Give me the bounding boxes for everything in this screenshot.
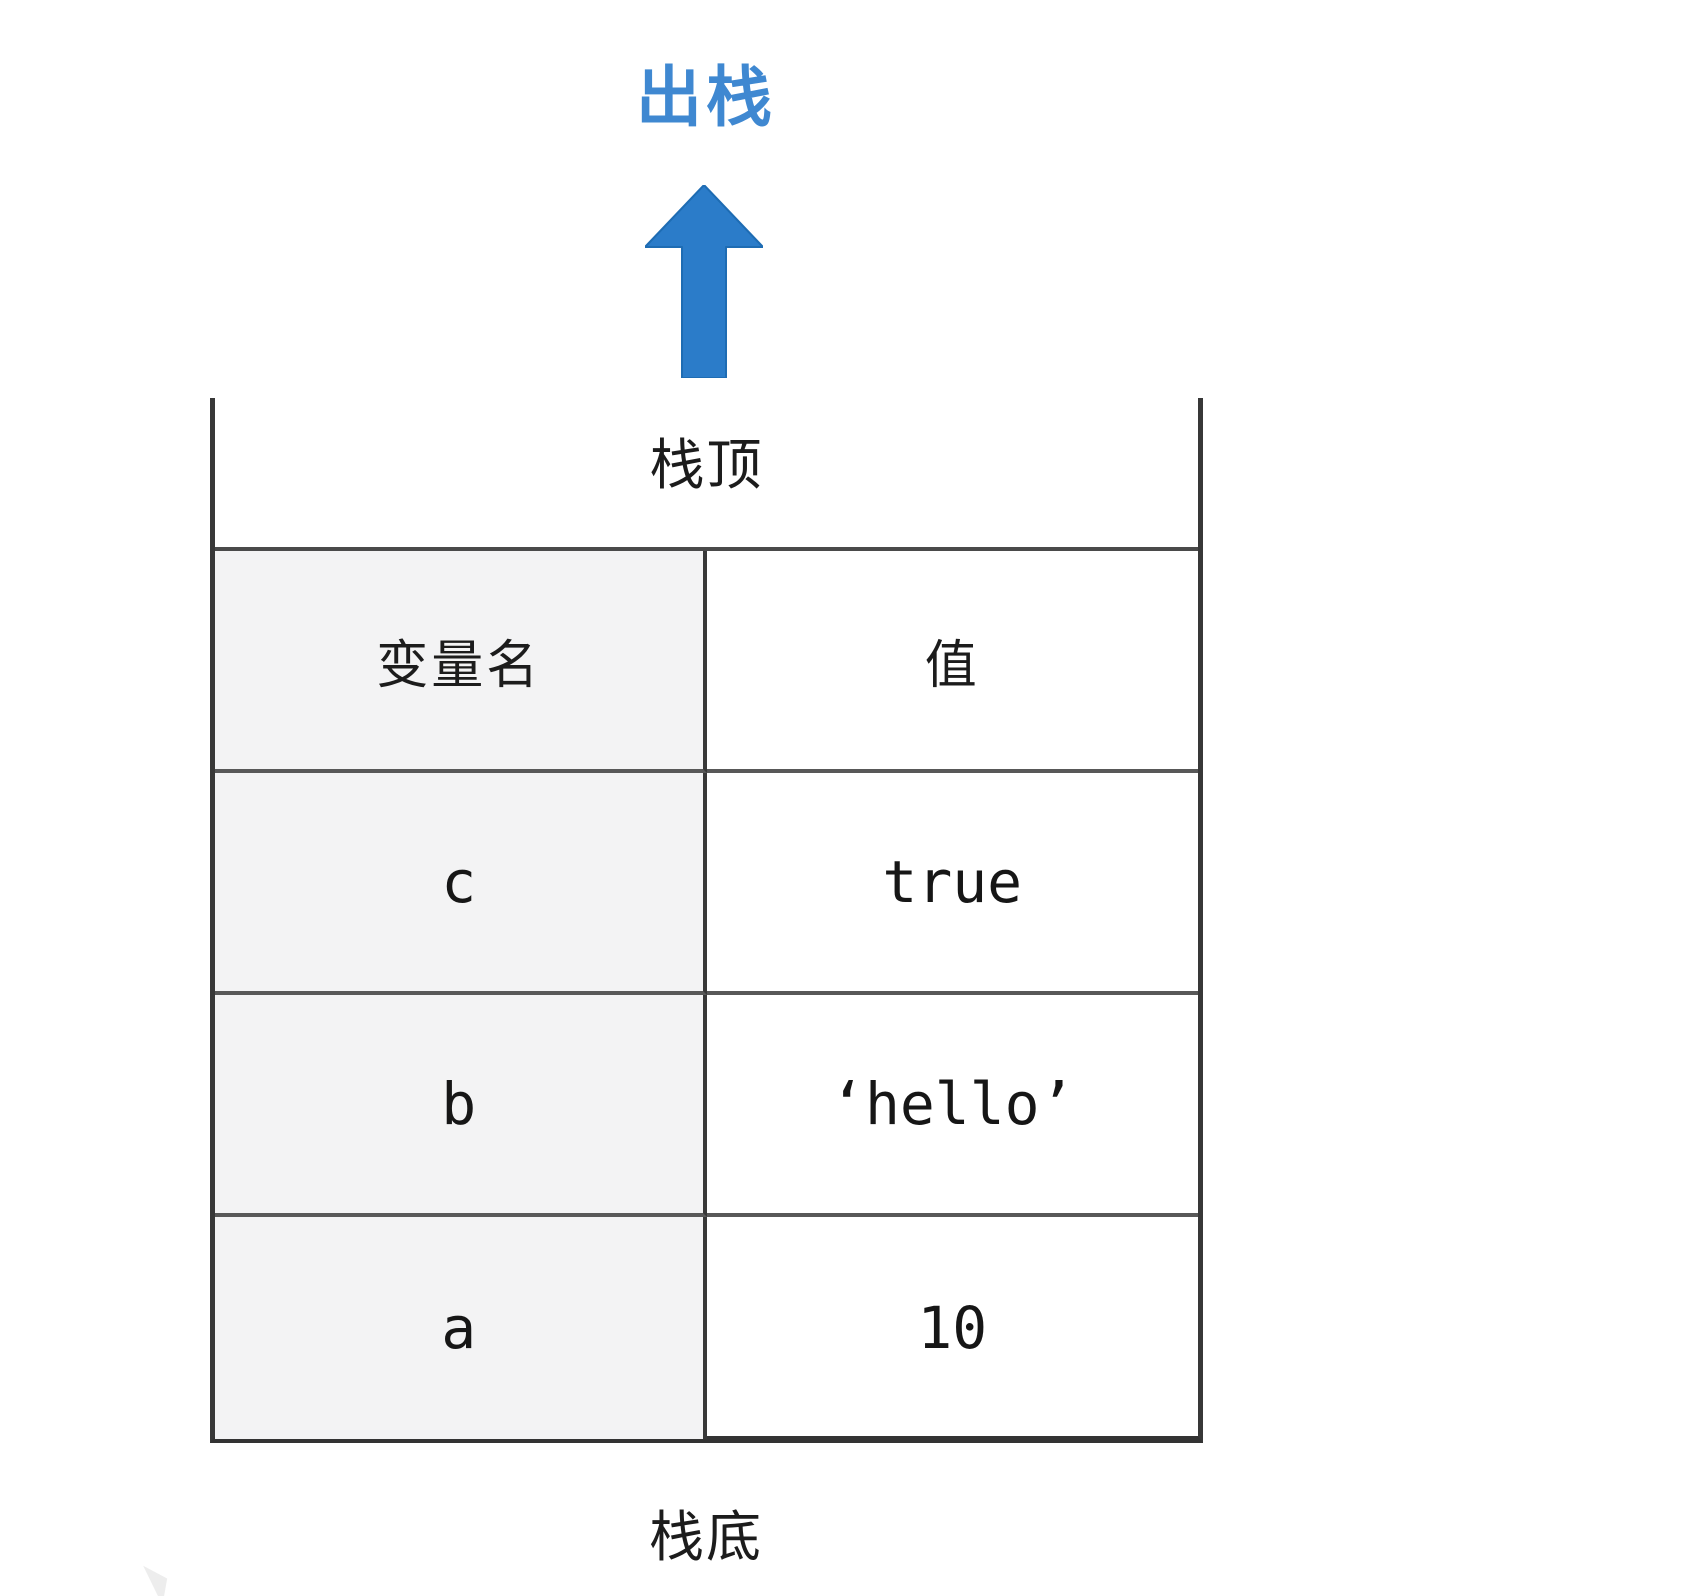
stack-bottom-label: 栈底 bbox=[648, 1505, 764, 1569]
row-c-name: c bbox=[215, 773, 707, 995]
row-a-value: 10 bbox=[917, 1294, 988, 1362]
row-b-value: ‘hello’ bbox=[706, 995, 1198, 1217]
row-a-name: a bbox=[215, 1217, 707, 1439]
stack-top-label: 栈顶 bbox=[649, 433, 764, 497]
header-variable-name: 变量名 bbox=[215, 551, 707, 773]
arrow-up-icon bbox=[645, 185, 763, 378]
stack-container: 栈顶 变量名 值 c true b ‘hello’ a 10 bbox=[210, 398, 1203, 1443]
row-b-name: b bbox=[215, 995, 707, 1217]
row-c-value: true bbox=[706, 773, 1198, 995]
pop-label: 出栈 bbox=[636, 59, 776, 136]
variables-table: 变量名 值 c true b ‘hello’ a 10 bbox=[215, 547, 1198, 1439]
header-value: 值 bbox=[706, 551, 1198, 773]
watermark-mark bbox=[143, 1558, 177, 1596]
